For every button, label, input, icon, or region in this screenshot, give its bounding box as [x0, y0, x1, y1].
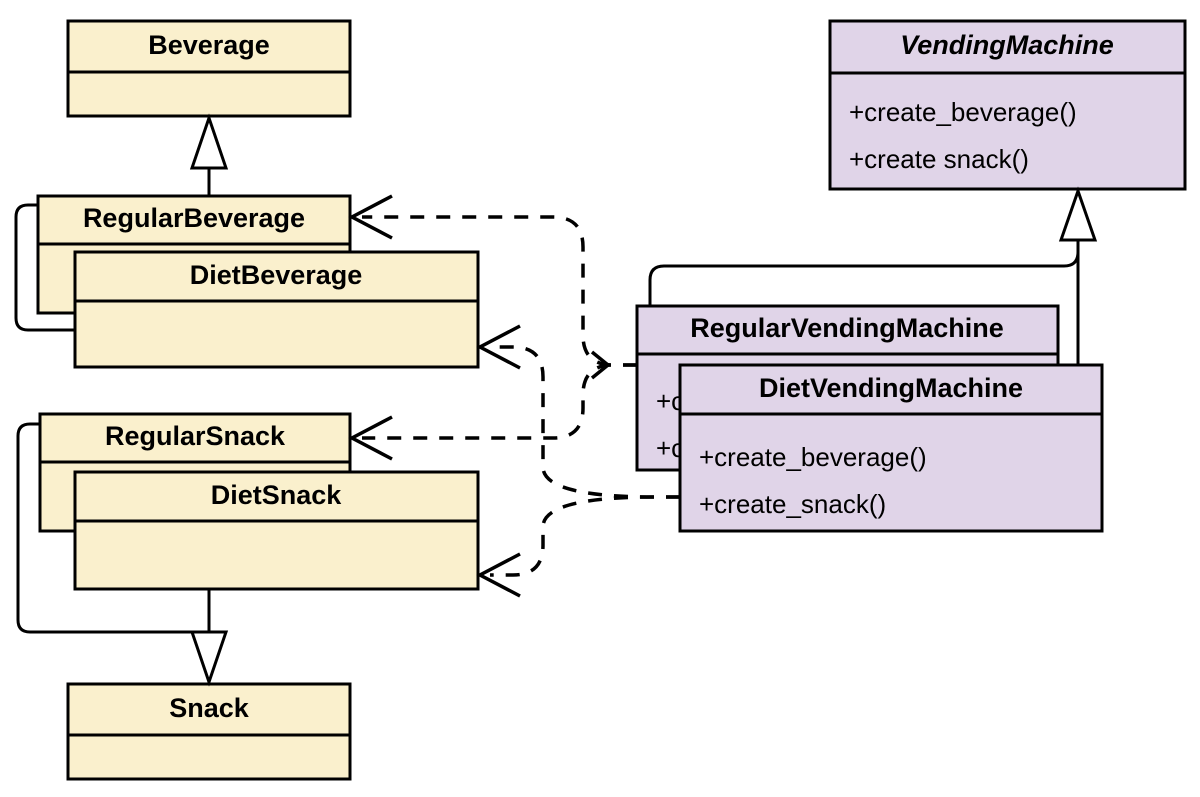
class-name-regularvendingmachine: RegularVendingMachine [690, 313, 1004, 343]
arrowhead-layer [189, 113, 1098, 687]
dependency-line [362, 363, 637, 440]
class-member-create-beverage: +create_beverage() [849, 97, 1077, 127]
class-box-dietvendingmachine[interactable]: DietVendingMachine +create_beverage() +c… [678, 363, 1104, 533]
dependency-arrowhead-regularsnack [348, 415, 393, 461]
generalization-regularbeverage-to-beverage [14, 168, 211, 332]
dependency-line [362, 215, 637, 367]
dependency-dietvendingmachine-to-dietbeverage [490, 345, 680, 499]
class-name-regularbeverage: RegularBeverage [83, 203, 305, 233]
class-box-outline [678, 363, 1104, 533]
dependency-arrowhead-dietsnack [476, 552, 521, 598]
generalization-line [648, 240, 1080, 306]
dependency-line [490, 495, 680, 577]
class-name-beverage: Beverage [148, 30, 270, 60]
generalization-arrowhead-vendingmachine [1058, 186, 1098, 242]
class-box-outline [73, 250, 480, 369]
class-box-snack[interactable]: Snack [66, 682, 352, 781]
generalization-line [14, 168, 211, 332]
class-box-beverage[interactable]: Beverage [66, 19, 352, 118]
generalization-regularvendingmachine-to-vendingmachine [648, 240, 1080, 306]
class-name-vendingmachine: VendingMachine [900, 30, 1114, 60]
dependency-dietvendingmachine-to-dietsnack [490, 495, 680, 577]
class-name-dietvendingmachine: DietVendingMachine [759, 373, 1023, 403]
dependency-line [490, 345, 680, 499]
class-member-create-beverage: +create_beverage() [699, 442, 927, 472]
dependency-arrowhead-regularbeverage [348, 194, 393, 240]
dependency-regularvendingmachine-to-regularsnack [362, 363, 637, 440]
dependency-chevron-marker [590, 350, 611, 380]
class-member-create-snack: +create snack() [849, 144, 1029, 174]
class-box-outline [66, 682, 352, 781]
class-member-create-snack: +create_snack() [699, 489, 886, 519]
class-box-outline [828, 19, 1187, 191]
class-name-snack: Snack [169, 693, 250, 723]
dependency-regularvendingmachine-to-regularbeverage [362, 215, 637, 367]
class-box-dietbeverage[interactable]: DietBeverage [73, 250, 480, 369]
class-box-dietsnack[interactable]: DietSnack [73, 470, 480, 591]
generalization-arrowhead-beverage [189, 113, 229, 170]
class-name-dietsnack: DietSnack [211, 480, 343, 510]
dependency-arrowhead-dietbeverage [476, 324, 521, 370]
class-box-outline [66, 19, 352, 118]
class-name-dietbeverage: DietBeverage [190, 260, 363, 290]
class-box-outline [73, 470, 480, 591]
class-box-vendingmachine[interactable]: VendingMachine +create_beverage() +creat… [828, 19, 1187, 191]
class-name-regularsnack: RegularSnack [105, 421, 286, 451]
generalization-arrowhead-snack [189, 630, 229, 687]
edge-layer-back [14, 168, 1080, 648]
